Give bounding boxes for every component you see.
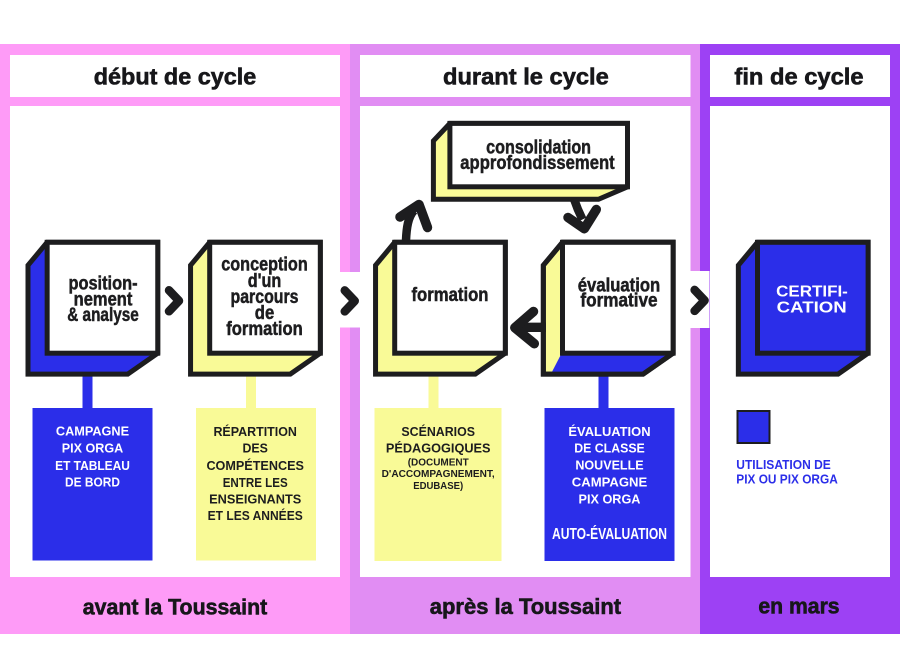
svg-text:COMPÉTENCES: COMPÉTENCES	[206, 458, 304, 473]
svg-text:formation: formation	[412, 285, 489, 306]
svg-text:position-: position-	[68, 274, 137, 295]
svg-text:CATION: CATION	[777, 299, 847, 316]
svg-text:& analyse: & analyse	[67, 305, 139, 326]
svg-text:parcours: parcours	[231, 287, 299, 308]
svg-text:fin de cycle: fin de cycle	[734, 63, 863, 89]
svg-text:DE BORD: DE BORD	[65, 476, 120, 490]
svg-text:D'ACCOMPAGNEMENT,: D'ACCOMPAGNEMENT,	[382, 469, 495, 480]
svg-text:ÉVALUATION: ÉVALUATION	[568, 424, 650, 439]
svg-text:conception: conception	[221, 255, 308, 276]
svg-text:durant le cycle: durant le cycle	[443, 63, 609, 89]
svg-text:CERTIFI-: CERTIFI-	[776, 283, 848, 300]
svg-text:avant la Toussaint: avant la Toussaint	[83, 594, 268, 619]
svg-text:en mars: en mars	[758, 594, 839, 619]
svg-text:formative: formative	[580, 291, 657, 312]
svg-text:ET LES ANNÉES: ET LES ANNÉES	[208, 508, 303, 523]
svg-text:ET TABLEAU: ET TABLEAU	[55, 459, 130, 473]
svg-text:AUTO-ÉVALUATION: AUTO-ÉVALUATION	[552, 524, 667, 543]
svg-text:début de cycle: début de cycle	[94, 64, 257, 90]
svg-text:d'un: d'un	[248, 271, 282, 292]
svg-text:PIX OU PIX ORGA: PIX OU PIX ORGA	[736, 472, 838, 487]
svg-text:après la Toussaint: après la Toussaint	[430, 594, 622, 619]
svg-text:EDUBASE): EDUBASE)	[413, 481, 463, 492]
svg-text:DE CLASSE: DE CLASSE	[574, 442, 645, 456]
svg-text:consolidation: consolidation	[486, 138, 591, 159]
svg-text:DES: DES	[243, 442, 268, 456]
svg-text:ENSEIGNANTS: ENSEIGNANTS	[209, 492, 301, 506]
svg-text:PIX ORGA: PIX ORGA	[62, 442, 123, 456]
svg-text:approfondissement: approfondissement	[460, 153, 615, 174]
svg-text:CAMPAGNE: CAMPAGNE	[56, 425, 129, 439]
svg-text:PÉDAGOGIQUES: PÉDAGOGIQUES	[386, 441, 491, 456]
svg-text:UTILISATION DE: UTILISATION DE	[736, 457, 831, 472]
svg-text:NOUVELLE: NOUVELLE	[575, 459, 643, 473]
svg-text:CAMPAGNE: CAMPAGNE	[572, 475, 647, 489]
svg-text:de: de	[255, 303, 274, 324]
svg-text:RÉPARTITION: RÉPARTITION	[213, 424, 297, 439]
svg-text:(DOCUMENT: (DOCUMENT	[408, 457, 469, 468]
svg-text:SCÉNARIOS: SCÉNARIOS	[401, 424, 475, 439]
svg-text:PIX ORGA: PIX ORGA	[579, 492, 641, 506]
svg-text:évaluation: évaluation	[578, 275, 660, 296]
svg-text:formation: formation	[226, 319, 303, 340]
svg-text:ENTRE LES: ENTRE LES	[223, 476, 288, 490]
svg-text:nement: nement	[74, 289, 133, 310]
